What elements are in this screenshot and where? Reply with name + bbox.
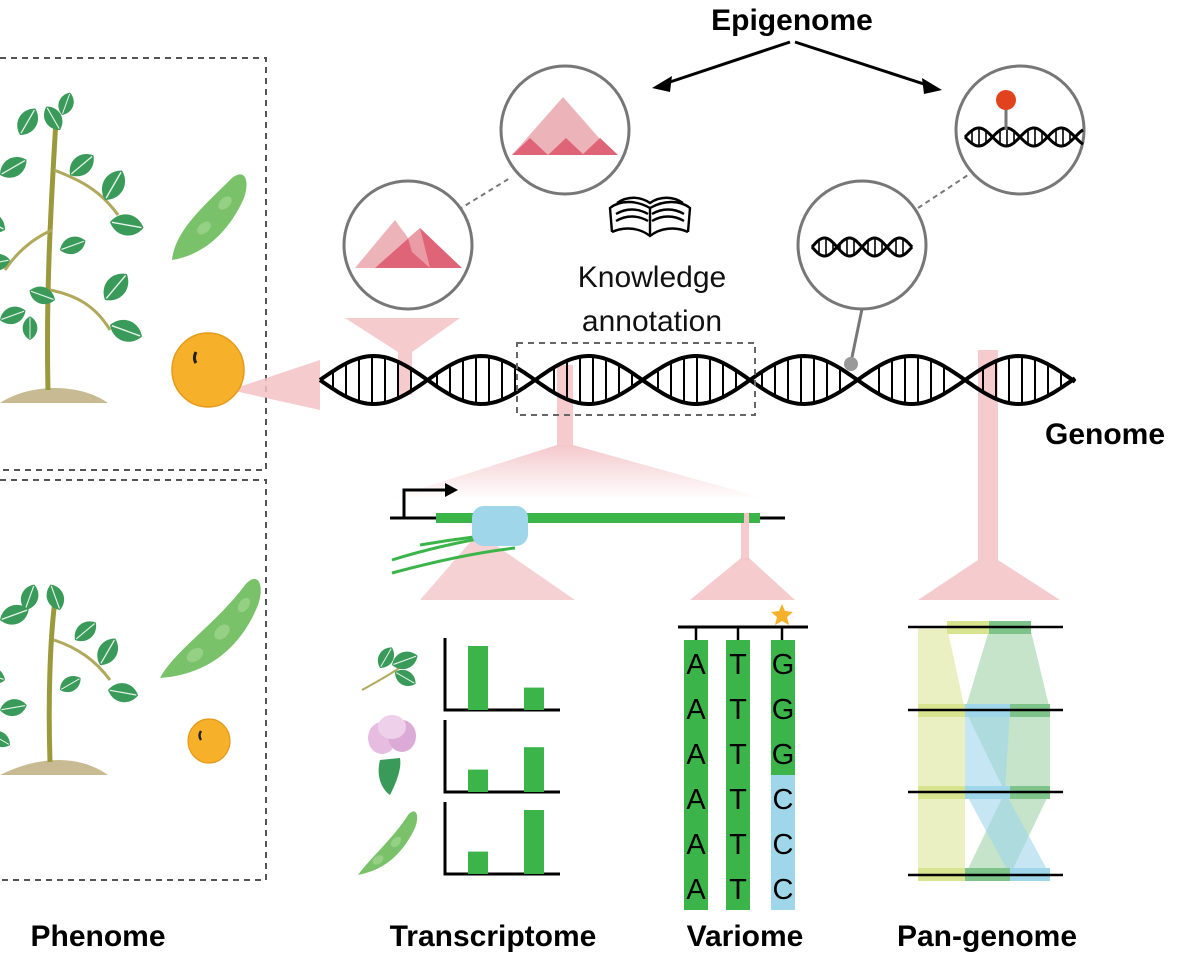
variant-letter: A <box>686 829 706 861</box>
helix-strand <box>810 236 914 258</box>
variant-letter: T <box>729 694 747 726</box>
variant-letter: A <box>686 784 706 816</box>
variant-letter: A <box>686 694 706 726</box>
variant-letter: G <box>772 694 795 726</box>
phenome-label: Phenome <box>30 920 165 953</box>
variant-cell <box>771 640 795 685</box>
variant-cell <box>726 775 750 820</box>
expression-bar-charts <box>443 638 560 876</box>
variant-cell <box>726 865 750 910</box>
seed-icon-small <box>187 718 231 764</box>
plant-icon-top <box>0 89 147 403</box>
variant-letter: T <box>729 784 747 816</box>
expression-bar <box>468 769 488 792</box>
variant-letter: T <box>729 739 747 771</box>
knowledge-annotation-label-2: annotation <box>582 305 722 338</box>
helix-strand <box>963 126 1084 148</box>
pod-icon-bottom <box>160 578 261 678</box>
pod-icon-small <box>358 811 418 875</box>
variant-letter: T <box>729 874 747 906</box>
variant-letter: C <box>773 784 794 816</box>
variant-cell <box>771 685 795 730</box>
bar-axis <box>443 720 560 794</box>
projection-funnels <box>345 318 1060 600</box>
variant-cell <box>684 775 708 820</box>
expression-bar <box>524 810 544 874</box>
dna-circle <box>796 174 969 371</box>
epigenome-label: Epigenome <box>711 4 873 37</box>
variant-cell <box>726 820 750 865</box>
variant-letter: T <box>729 649 747 681</box>
variant-cell <box>684 865 708 910</box>
star-icon <box>771 604 793 625</box>
peak-circle-large <box>342 177 511 311</box>
dna-icon-genome <box>318 353 1077 407</box>
expression-bar <box>468 851 488 874</box>
helix-strand <box>318 353 1077 407</box>
bar-axis <box>443 638 560 712</box>
variant-cell <box>684 730 708 775</box>
variant-cell <box>771 730 795 775</box>
variant-cell <box>771 820 795 865</box>
variant-cell <box>726 685 750 730</box>
gene-model <box>390 483 785 575</box>
genome-label: Genome <box>1045 418 1165 451</box>
expression-bar <box>524 687 544 710</box>
helix-strand <box>318 353 1077 407</box>
peak-circle-small <box>499 64 631 196</box>
book-icon <box>608 196 692 238</box>
variant-letter: C <box>773 829 794 861</box>
gene-arrow-icon <box>402 488 445 518</box>
methylation-circle <box>954 64 1086 196</box>
transcriptome-label: Transcriptome <box>390 920 597 953</box>
pod-icon-top <box>172 174 247 260</box>
variant-letter: A <box>686 739 706 771</box>
bar-axis <box>443 802 560 876</box>
variant-cell <box>684 820 708 865</box>
variant-letter: T <box>729 829 747 861</box>
variant-cell <box>771 865 795 910</box>
variant-cell <box>771 775 795 820</box>
flower-icon <box>368 715 416 795</box>
expression-bar <box>468 646 488 710</box>
epigenome-arrows <box>652 40 942 94</box>
variome-label: Variome <box>687 920 804 953</box>
variant-letter: C <box>773 874 794 906</box>
pangenome-panel <box>908 621 1063 881</box>
variant-cell <box>684 685 708 730</box>
annotation-box <box>516 342 756 416</box>
variant-cell <box>726 730 750 775</box>
knowledge-annotation-label-1: Knowledge <box>578 261 726 294</box>
variant-cell <box>684 640 708 685</box>
variant-letter: A <box>686 649 706 681</box>
expression-bar <box>524 747 544 792</box>
dna-icon-methyl <box>963 126 1084 148</box>
ribosome-icon <box>472 506 528 546</box>
leaf-icon <box>361 643 421 691</box>
variant-letter: G <box>772 739 795 771</box>
variant-letter: A <box>686 874 706 906</box>
dna-icon-small <box>810 236 914 258</box>
seed-icon-large <box>171 332 320 410</box>
variant-cell <box>726 640 750 685</box>
phenome-frame <box>0 57 267 881</box>
plant-icon-bottom <box>0 581 141 775</box>
helix-strand <box>963 126 1084 148</box>
variant-letter: G <box>772 649 795 681</box>
methylation-icon <box>996 90 1016 110</box>
pangenome-label: Pan-genome <box>897 920 1077 953</box>
